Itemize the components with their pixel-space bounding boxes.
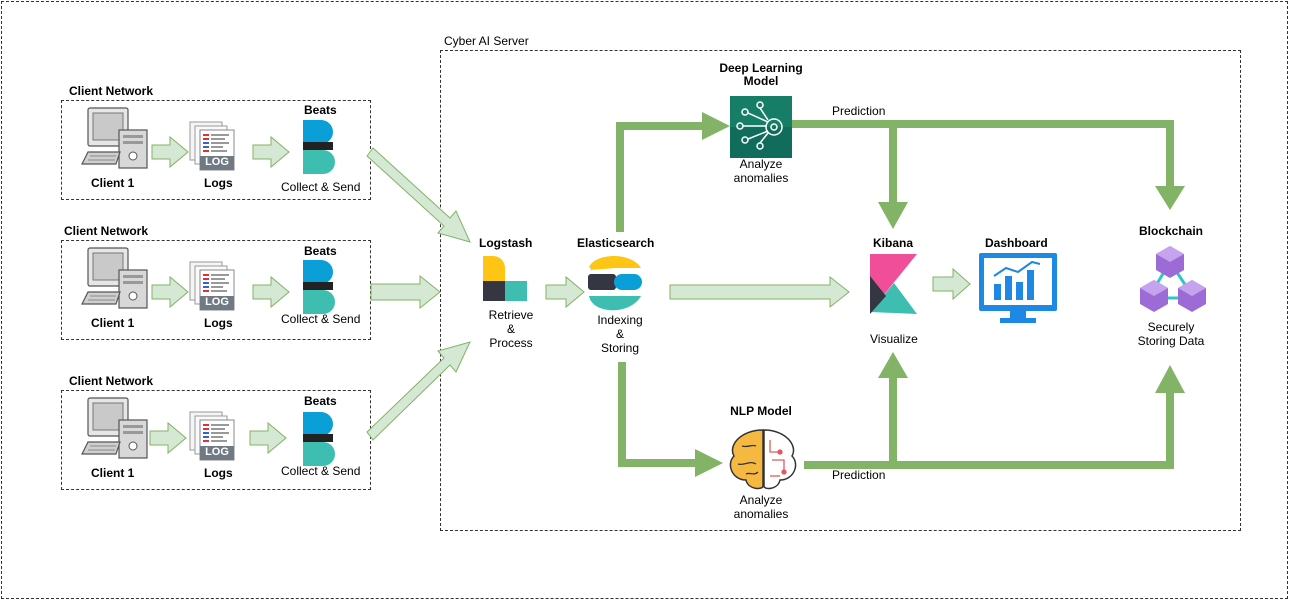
deep-learning-title-2: Model <box>743 74 779 88</box>
logstash-caption-1: Retrieve <box>488 308 534 322</box>
nlp-title: NLP Model <box>730 404 792 418</box>
beats-icon <box>303 260 335 314</box>
logstash-caption-3: Process <box>489 336 533 350</box>
log-badge: LOG <box>205 296 229 308</box>
log-badge: LOG <box>205 156 229 168</box>
arrowhead <box>1155 186 1185 210</box>
client-network-frame-3 <box>61 390 371 490</box>
neural-network-icon <box>730 96 792 158</box>
arrow-client-to-logs <box>151 275 189 309</box>
blockchain-icon <box>1140 246 1206 312</box>
kibana-title: Kibana <box>873 236 914 250</box>
client-label: Client 1 <box>91 176 135 190</box>
elasticsearch-caption-3: Storing <box>600 341 640 355</box>
beats-icon <box>303 120 335 174</box>
beats-label: Beats <box>304 394 337 408</box>
flow-elasticsearch-to-deeplearning <box>616 122 705 232</box>
arrow-logs-to-beats <box>249 421 287 455</box>
dashboard-monitor-icon <box>979 253 1057 323</box>
flow-deeplearning-to-blockchain <box>792 120 1174 190</box>
logstash-title: Logstash <box>479 236 533 250</box>
logs-label: Logs <box>204 316 233 330</box>
brain-icon <box>729 429 797 490</box>
client-network-title-3: Client Network <box>69 374 154 388</box>
client-label: Client 1 <box>91 316 135 330</box>
arrow-beats3-to-logstash <box>366 341 471 441</box>
flow-elasticsearch-to-nlp <box>618 362 698 467</box>
arrowhead <box>878 352 908 378</box>
arrow-client-to-logs <box>151 135 189 169</box>
arrow-elasticsearch-to-kibana <box>669 275 850 309</box>
client-network-frame-1 <box>61 100 371 200</box>
arrow-client-to-logs <box>149 421 187 455</box>
dashboard-title: Dashboard <box>985 236 1048 250</box>
arrow-logs-to-beats <box>252 135 290 169</box>
log-badge: LOG <box>205 446 229 458</box>
arrow-kibana-to-dashboard <box>932 267 971 301</box>
computer-icon <box>81 107 148 169</box>
client-network-title-1: Client Network <box>69 84 154 98</box>
kibana-icon <box>870 254 917 314</box>
kibana-caption: Visualize <box>870 332 918 346</box>
blockchain-caption-2: Storing Data <box>1137 334 1205 348</box>
beats-label: Beats <box>304 103 337 117</box>
prediction-label-bottom: Prediction <box>832 468 886 482</box>
elasticsearch-icon <box>588 255 642 311</box>
arrow-logstash-to-elasticsearch <box>545 275 585 309</box>
beats-icon <box>303 412 335 466</box>
elasticsearch-caption-2: & <box>615 327 624 341</box>
logs-label: Logs <box>204 176 233 190</box>
deep-learning-caption-2: anomalies <box>733 171 789 185</box>
arrowhead <box>702 112 730 140</box>
prediction-label-top: Prediction <box>832 104 886 118</box>
beats-label: Beats <box>304 244 337 258</box>
elasticsearch-title: Elasticsearch <box>577 236 655 250</box>
client-network-title-2: Client Network <box>64 224 149 238</box>
logstash-caption-2: & <box>506 322 515 336</box>
deep-learning-title-1: Deep Learning <box>719 61 803 75</box>
computer-icon <box>81 247 148 309</box>
client-label: Client 1 <box>91 466 135 480</box>
arrow-logs-to-beats <box>252 275 290 309</box>
arrowhead <box>878 202 908 229</box>
computer-icon <box>81 397 148 459</box>
logstash-icon <box>483 256 527 301</box>
deep-learning-caption-1: Analyze <box>739 157 783 171</box>
nlp-caption-1: Analyze <box>739 493 783 507</box>
collect-send-label: Collect & Send <box>281 312 361 326</box>
collect-send-label: Collect & Send <box>281 180 361 194</box>
elasticsearch-caption-1: Indexing <box>597 313 643 327</box>
blockchain-caption-1: Securely <box>1147 320 1195 334</box>
cyber-ai-server-frame <box>440 50 1241 531</box>
arrow-beats2-to-logstash <box>370 274 441 310</box>
flow-nlp-to-blockchain <box>804 390 1174 469</box>
arrowhead <box>1155 365 1185 393</box>
collect-send-label: Collect & Send <box>281 464 361 478</box>
arrow-beats1-to-logstash <box>366 147 471 243</box>
logs-label: Logs <box>204 466 233 480</box>
arrowhead <box>695 449 723 477</box>
blockchain-title: Blockchain <box>1138 224 1204 238</box>
nlp-caption-2: anomalies <box>733 507 789 521</box>
server-title: Cyber AI Server <box>444 34 529 48</box>
